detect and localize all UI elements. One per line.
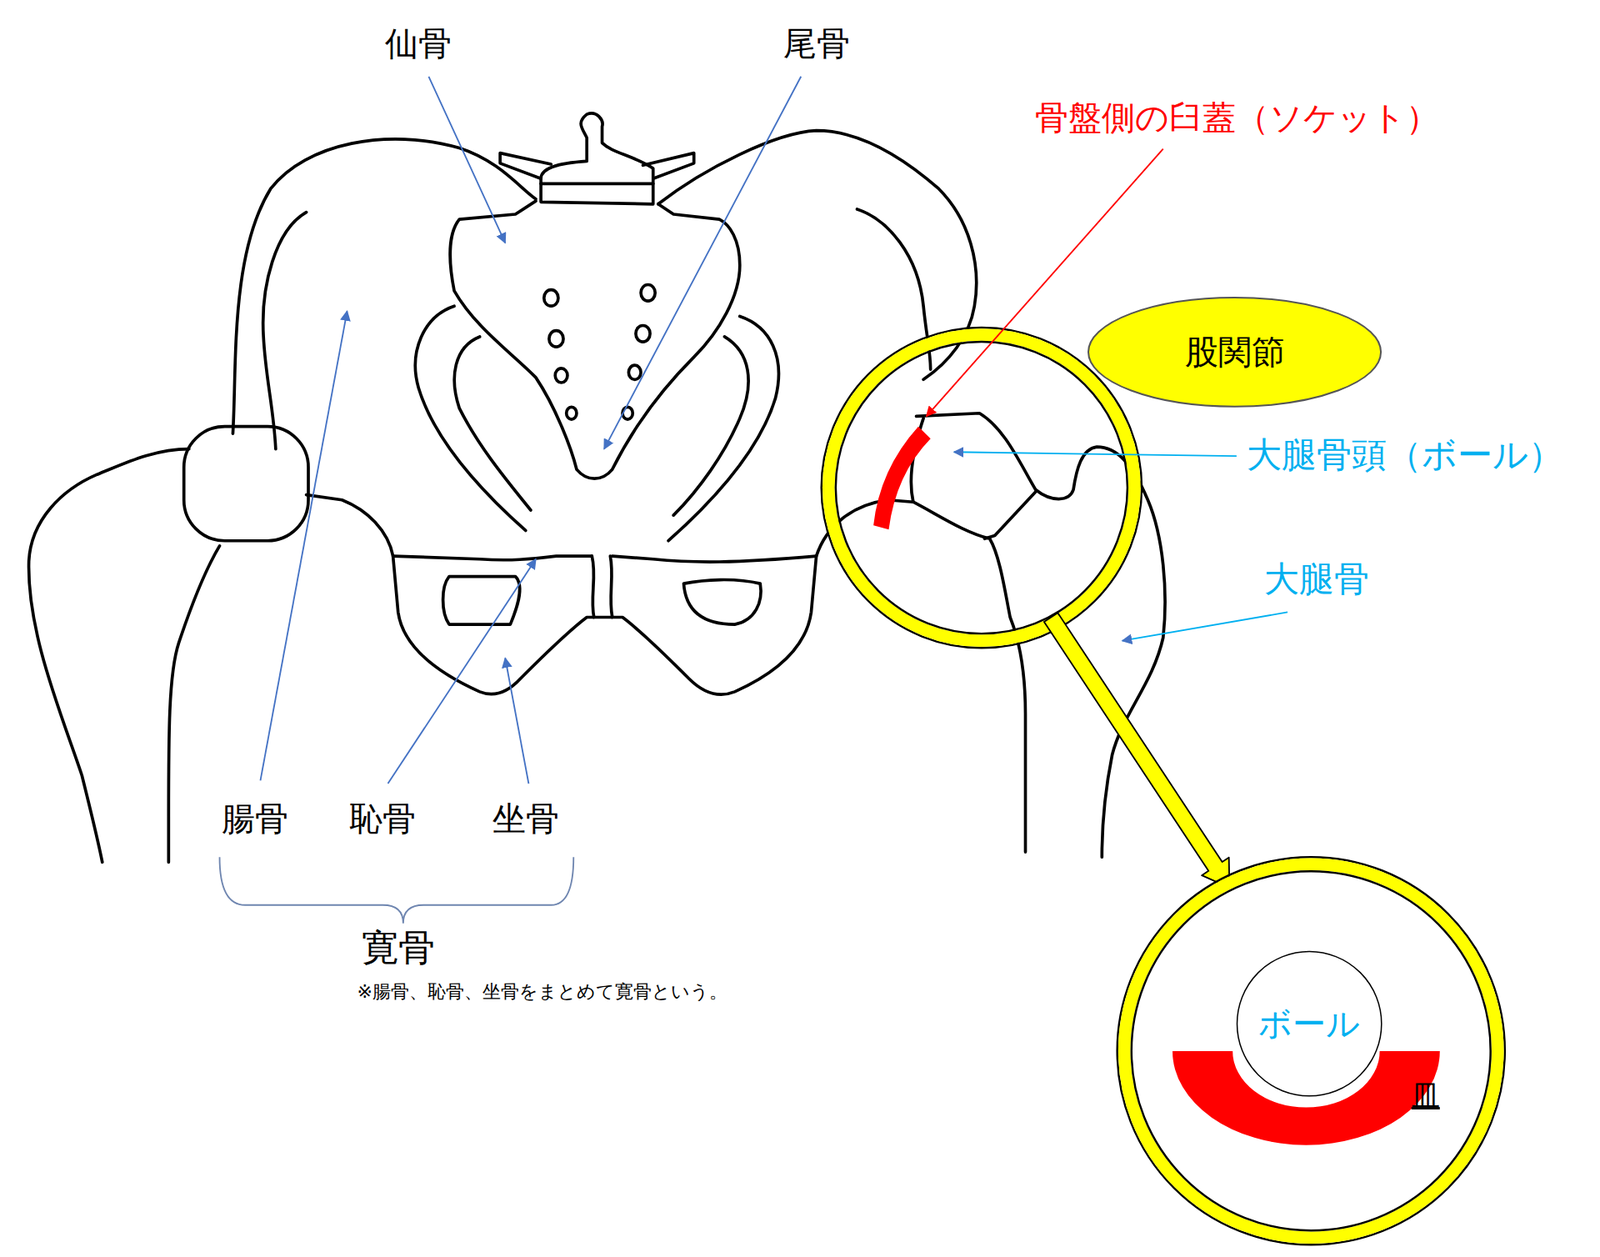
node-text: 皿 <box>1411 1080 1440 1111</box>
socket-band: 皿 <box>1172 1050 1440 1145</box>
joint-ellipse: 股関節 <box>1086 295 1383 409</box>
zoom-ground <box>1124 864 1498 1238</box>
ellipse-fill <box>1088 297 1381 407</box>
zoom-ring <box>835 341 1128 634</box>
bone-label: 腸骨 <box>221 800 289 836</box>
sacral-foramen <box>635 325 650 342</box>
circle-fill <box>1236 950 1381 1095</box>
part-label: 大腿骨 <box>1264 560 1370 598</box>
pubis-ischium-outline <box>306 495 914 695</box>
femur-outline <box>29 449 190 863</box>
leader-line <box>387 559 535 784</box>
node-text: ボール <box>1258 1005 1360 1041</box>
group-bracket <box>220 856 575 924</box>
ilium-outline <box>232 139 536 434</box>
obturator-foramen <box>683 580 761 625</box>
vertebra <box>540 113 654 205</box>
pubic-ramus <box>393 555 593 560</box>
sacrum-outline <box>450 200 740 479</box>
bone-label: 坐骨 <box>492 800 560 836</box>
sacral-foramen <box>549 330 564 348</box>
acetabulum <box>873 426 931 530</box>
vertebra <box>643 153 695 180</box>
sacral-foramen <box>544 290 559 307</box>
leader-line <box>505 657 529 784</box>
part-label: 骨盤側の臼蓋（ソケット） <box>1035 100 1440 135</box>
pubic-symphysis <box>610 555 612 617</box>
femur-outline <box>985 491 1036 539</box>
zoom-ring <box>1131 870 1491 1230</box>
bone-label: 恥骨 <box>349 800 416 836</box>
femur-outline <box>168 545 220 862</box>
zoom-arrow <box>1044 612 1230 888</box>
sacral-foramen <box>622 406 633 420</box>
femur-outline <box>913 501 1026 852</box>
sacral-foramen <box>555 368 568 383</box>
part-label: 大腿骨頭（ボール） <box>1246 436 1564 474</box>
leader-line <box>954 451 1237 456</box>
pelvic-brim <box>673 336 749 515</box>
note-text: ※腸骨、恥骨、坐骨をまとめて寛骨という。 <box>357 981 728 1001</box>
pelvic-brim <box>668 315 779 540</box>
zoom-ring <box>828 334 1135 640</box>
ilium-outline <box>263 212 307 450</box>
bone-label: 仙骨 <box>385 25 452 61</box>
leader-line <box>260 310 347 780</box>
femoral-head <box>184 426 309 541</box>
zoom-ring <box>1124 864 1498 1238</box>
leader-line <box>604 76 801 450</box>
zoom-ring <box>1117 856 1505 1245</box>
pubic-symphysis <box>591 555 594 617</box>
vertebra <box>540 181 654 185</box>
sacral-foramen <box>566 406 577 420</box>
pelvic-brim <box>415 305 525 530</box>
leader-line <box>428 76 505 244</box>
group-label: 寛骨 <box>361 928 435 967</box>
sacral-foramen <box>628 365 641 380</box>
leader-line <box>1122 611 1288 640</box>
sacral-foramen <box>640 285 655 302</box>
node-text: 股関節 <box>1185 334 1285 370</box>
zoom-ring <box>821 327 1142 648</box>
bone-label: 尾骨 <box>783 25 850 61</box>
pubic-ramus <box>612 555 817 562</box>
vertebra <box>500 153 551 180</box>
pelvic-brim <box>454 336 531 510</box>
band-fill <box>1172 1050 1440 1145</box>
socket-band-shape <box>1172 1050 1440 1145</box>
ball-circle: ボール <box>1235 950 1383 1097</box>
